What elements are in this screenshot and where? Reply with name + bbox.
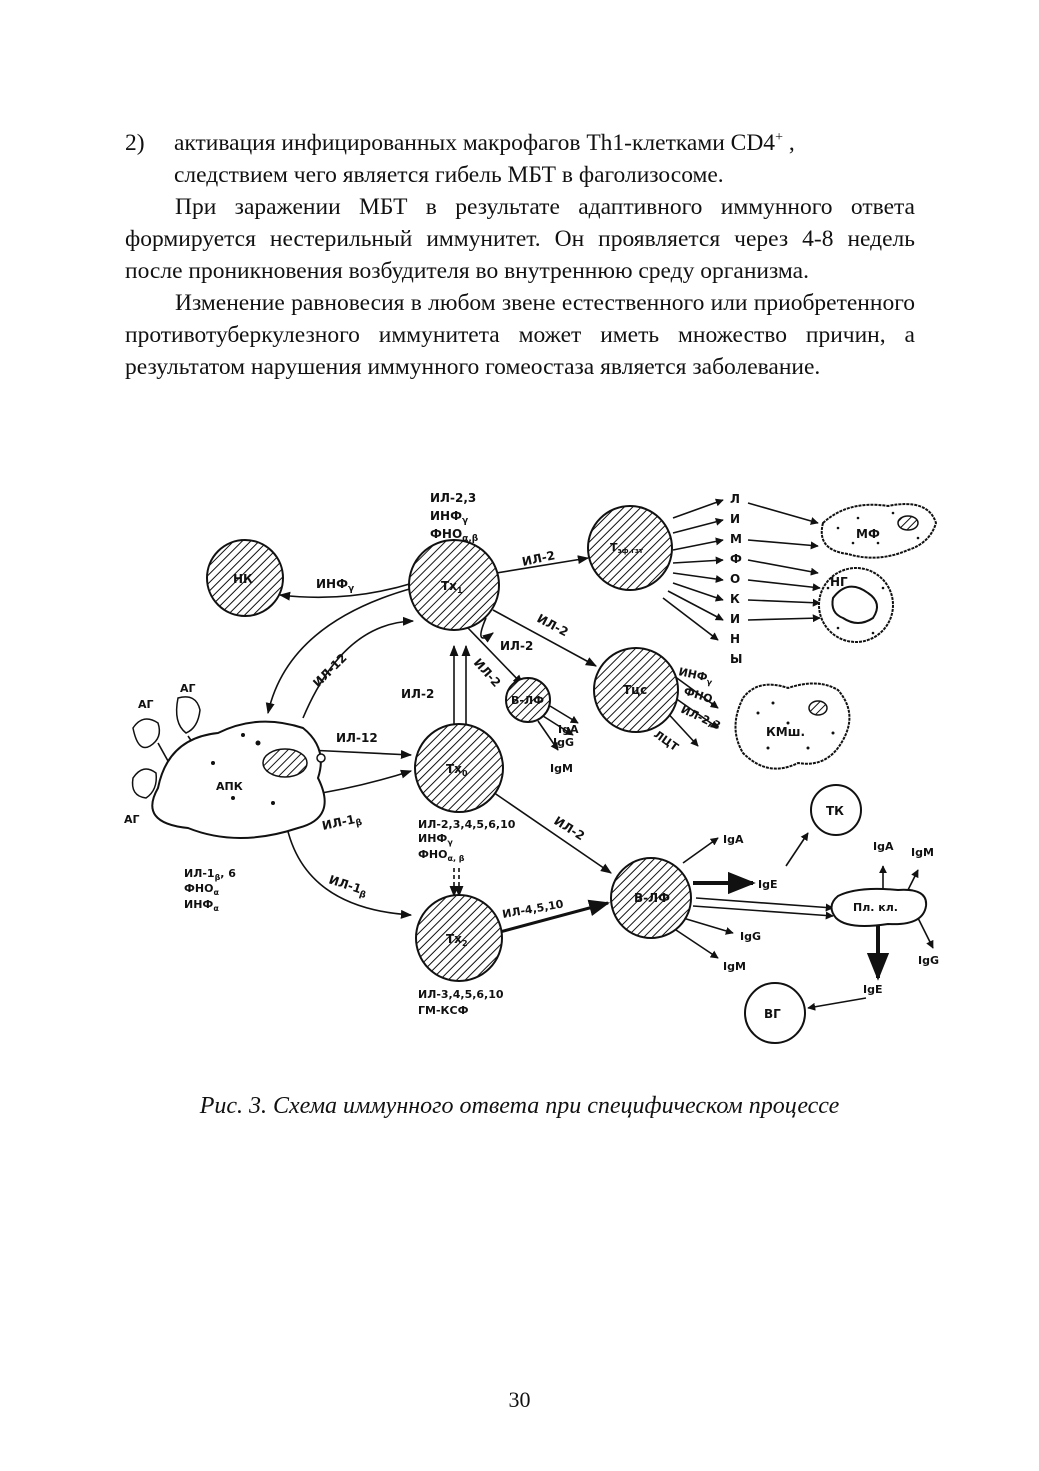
label-il12-b: ИЛ-12 [336,731,378,745]
teff-label: Тэф.гзт [610,541,644,555]
apk-label: АПК [216,780,243,793]
lymphokine-letter: И [730,612,740,626]
tcs-infg: ИНФγ [677,665,715,687]
th0-label: Тх0 [446,762,468,778]
pl-igg: IgG [918,954,939,967]
b-igg: IgG [740,930,761,943]
ag-label-1: АГ [138,698,154,711]
nk-infg: ИНФγ [316,577,354,594]
apk-infa: ИНФα [184,898,219,913]
list-number: 2) [125,130,145,156]
tk-cell [810,784,862,836]
b-igm: IgM [723,960,746,973]
lymphokine-letter: М [730,532,742,546]
mf-label: МФ [856,527,880,541]
small-b-iga: IgA [558,723,579,736]
nk-label: НК [233,572,253,586]
vg-cell [744,982,806,1044]
label-il2-c: ИЛ-2 [500,639,533,653]
body-text: 2) активация инфицированных макрофагов T… [125,127,915,383]
paragraph-2: Изменение равновесия в любом звене естес… [125,290,915,380]
th1-cell [408,539,500,631]
apk-fno: ФНОα [184,882,219,897]
th1-fno: ФНОα,β [430,527,479,544]
figure-caption: Рис. 3. Схема иммунного ответа при специ… [199,1093,840,1119]
label-il2-a: ИЛ-2 [521,548,557,569]
th0-cell [414,723,504,813]
list-text-line2: следствием чего является гибель МБТ в фа… [174,162,724,188]
ng-label: НГ [830,575,848,589]
label-il2-e: ИЛ-2 [401,687,434,701]
b-ige: IgE [758,878,777,891]
pl-ige: IgE [863,983,882,996]
small-b-igm: IgM [550,762,573,775]
list-item: 2) активация инфицированных макрофагов T… [125,127,915,191]
th2-cytokines: ИЛ-3,4,5,6,10 [418,988,504,1001]
small-b-label: В-ЛФ [511,694,544,707]
ag-label-3: АГ [124,813,140,826]
b-cell [610,857,692,939]
vg-label: ВГ [764,1007,781,1021]
pl-iga: IgA [873,840,894,853]
plasma-label: Пл. кл. [853,901,898,914]
lymphokine-letter: Ы [730,652,742,666]
list-tail: , [782,130,795,156]
label-il1b-b: ИЛ-1β [326,873,370,902]
lymphokine-letter: О [730,572,740,586]
lymphokine-letter: К [730,592,740,606]
th1-infg: ИНФγ [430,509,468,526]
tcs-lct: ЛЦТ [651,728,681,754]
th0-infg: ИНФγ [418,832,453,847]
th2-cell [415,894,503,982]
b-iga: IgA [723,833,744,846]
apk-il1: ИЛ-1β, 6 [184,867,236,882]
superscript: + [775,130,783,146]
lymphokine-letter: Ф [730,552,742,566]
ag-label-2: АГ [180,682,196,695]
immune-response-diagram: НК Тх1 Тэф.гзт Тцс В-ЛФ Тх0 Тх2 В-ЛФ АПК… [124,491,939,1044]
tcs-cell [593,647,679,733]
label-il1b-a: ИЛ-1β [321,811,364,836]
nk-cell [206,539,284,617]
th1-label: Тх1 [441,579,463,595]
label-il12-a: ИЛ-12 [310,651,349,690]
label-il2-f: ИЛ-2 [551,814,587,844]
list-text: активация инфицированных макрофагов Th1-… [174,130,776,156]
tk-label: ТК [826,804,844,818]
th2-label: Тх2 [446,932,468,948]
lymphokine-letter: Л [730,492,740,506]
small-b-cell [505,677,551,723]
th0-fno: ФНОα, β [418,848,465,863]
pl-igm: IgM [911,846,934,859]
paragraph-1: При заражении МБТ в результате адаптивно… [125,194,915,284]
lymphokine-letter: И [730,512,740,526]
th1-il23: ИЛ-2,3 [430,491,476,505]
page-number: 30 [508,1387,531,1412]
kmsh-label: КМш. [766,725,805,739]
lymphokine-letter: Н [730,632,740,646]
teff-cell [587,505,673,591]
tcs-label: Тцс [623,683,647,697]
b-label: В-ЛФ [634,891,670,905]
th2-gmcsf: ГМ-КСФ [418,1004,469,1017]
th0-cytokines: ИЛ-2,3,4,5,6,10 [418,818,516,831]
small-b-igg: IgG [553,736,574,749]
